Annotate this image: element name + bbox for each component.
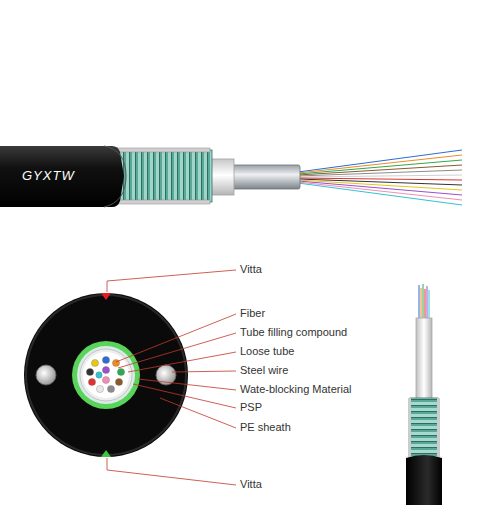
cross-section [24,293,188,457]
part-label: Wate-blocking Material [240,382,351,396]
part-label: Vitta [240,262,262,276]
cable-marking: GYXTW [22,168,75,184]
part-label: PSP [240,400,262,414]
side-view [0,146,462,207]
part-label: Vitta [240,477,262,491]
vertical-view [406,284,442,505]
part-label: PE sheath [240,420,291,434]
part-label: Steel wire [240,363,288,377]
part-label: Fiber [240,306,265,320]
leader-lines [107,270,236,485]
part-label: Loose tube [240,344,294,358]
part-label: Tube filling compound [240,325,347,339]
